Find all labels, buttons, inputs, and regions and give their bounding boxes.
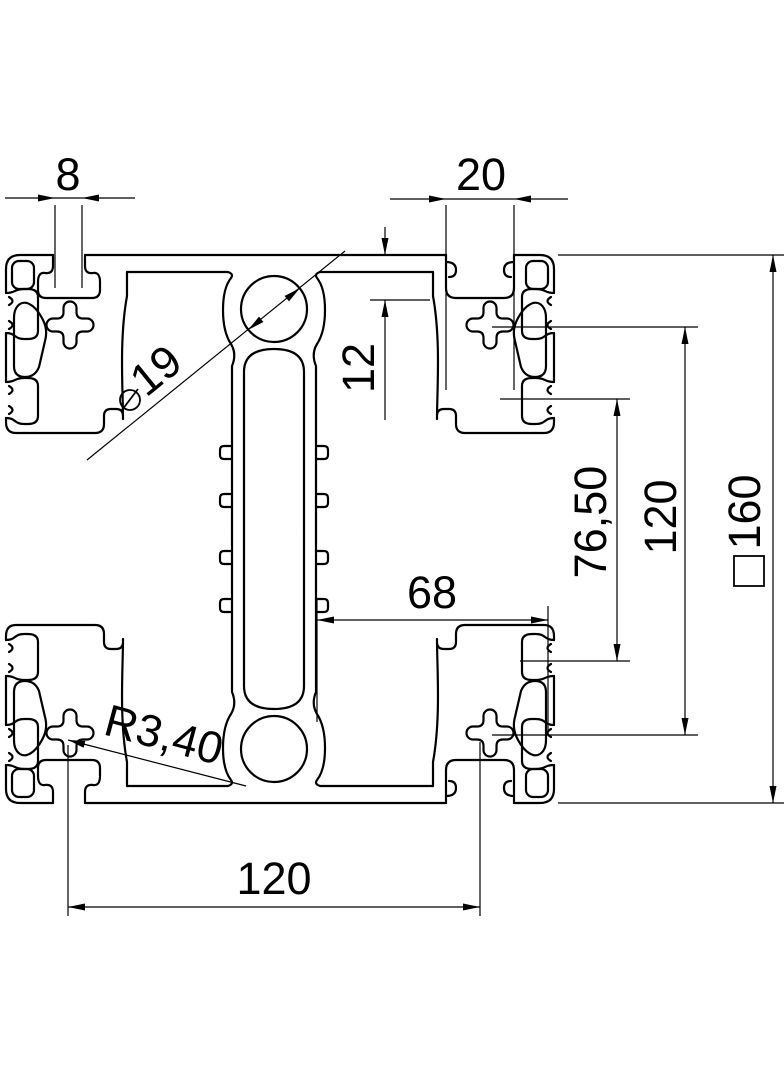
arrowhead — [82, 194, 99, 202]
arrowhead — [429, 195, 446, 203]
dim-label-slot-20: 20 — [456, 149, 506, 200]
dim-label-depth-12: 12 — [333, 343, 384, 393]
dim-label-diameter-19: 19 — [120, 335, 191, 406]
extension-lines — [54, 205, 784, 916]
dim-label-68: 68 — [407, 567, 457, 618]
arrowhead — [248, 316, 264, 330]
arrowhead — [613, 644, 621, 661]
arrowhead — [381, 300, 389, 317]
square-symbol-icon — [733, 555, 765, 587]
profile-upper-half — [6, 255, 554, 529]
arrowhead — [68, 740, 86, 748]
dim-label-160: 160 — [719, 474, 770, 549]
diameter-slash — [121, 388, 139, 411]
arrowhead — [514, 195, 531, 203]
dim-label-76-50: 76,50 — [565, 466, 616, 579]
dim-label-r3-40: R3,40 — [99, 694, 228, 774]
arrowhead — [317, 616, 334, 624]
dim-label-120-horizontal: 120 — [236, 853, 311, 904]
arrowhead — [769, 255, 777, 272]
arrowhead — [613, 399, 621, 416]
arrowhead — [381, 238, 389, 255]
diameter-symbol-icon — [119, 388, 141, 411]
arrowhead — [68, 903, 85, 911]
arrowhead — [681, 718, 689, 735]
arrowhead — [531, 616, 548, 624]
arrowhead — [681, 327, 689, 344]
profile-lower-half — [6, 529, 554, 803]
arrowhead — [769, 786, 777, 803]
arrowheads — [38, 194, 777, 911]
arrowhead — [463, 903, 480, 911]
arrowhead — [284, 288, 300, 302]
dim-label-slot-8: 8 — [55, 149, 80, 200]
arrowhead — [38, 194, 55, 202]
dim-label-120-vertical: 120 — [635, 479, 686, 554]
leader-lines — [67, 250, 346, 787]
diameter-circle — [119, 389, 141, 411]
